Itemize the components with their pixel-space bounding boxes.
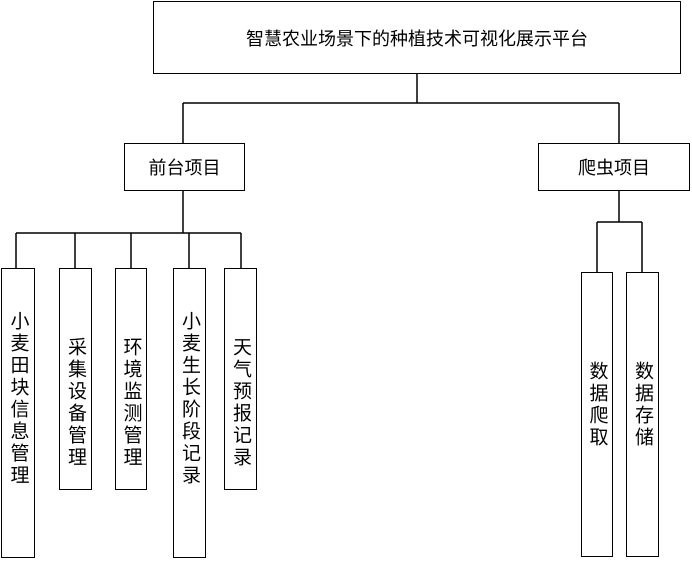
collection-device-label: 采集设备管理 bbox=[65, 337, 87, 469]
crawler-project-label: 爬虫项目 bbox=[578, 158, 650, 179]
data-storage-label: 数据存储 bbox=[632, 361, 654, 449]
data-crawling-label: 数据爬取 bbox=[586, 361, 609, 449]
frontend-project-label: 前台项目 bbox=[148, 158, 221, 179]
frontend-project-node: 前台项目 bbox=[124, 143, 245, 191]
wheat-growth-stage-node: 小麦生长阶段记录 bbox=[173, 268, 206, 558]
weather-forecast-label: 天气预报记录 bbox=[230, 337, 252, 469]
wheat-field-info-label: 小麦田块信息管理 bbox=[7, 311, 30, 487]
crawler-project-node: 爬虫项目 bbox=[538, 143, 690, 191]
data-crawling-node: 数据爬取 bbox=[581, 272, 613, 557]
weather-forecast-node: 天气预报记录 bbox=[224, 268, 257, 490]
data-storage-node: 数据存储 bbox=[626, 272, 659, 557]
collection-device-node: 采集设备管理 bbox=[59, 268, 92, 490]
root-node-label: 智慧农业场景下的种植技术可视化展示平台 bbox=[246, 28, 588, 50]
wheat-growth-stage-label: 小麦生长阶段记录 bbox=[179, 311, 201, 487]
environment-monitoring-node: 环境监测管理 bbox=[115, 268, 147, 490]
environment-monitoring-label: 环境监测管理 bbox=[120, 337, 143, 469]
wheat-field-info-node: 小麦田块信息管理 bbox=[1, 268, 35, 558]
root-node: 智慧农业场景下的种植技术可视化展示平台 bbox=[153, 1, 681, 74]
